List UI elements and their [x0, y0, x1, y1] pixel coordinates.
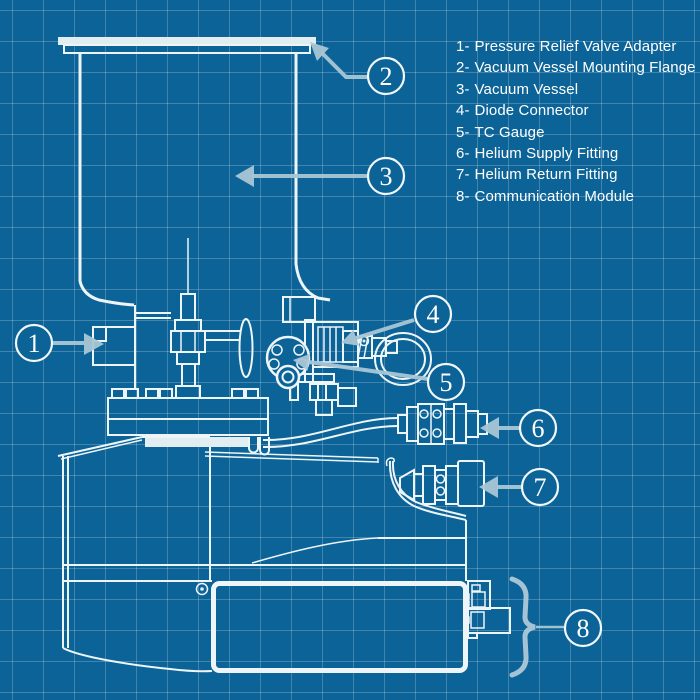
legend-num-3: 3-	[456, 80, 470, 98]
base-front-panel	[211, 581, 468, 673]
legend-label-4: Diode Connector	[474, 102, 589, 120]
center-valve-stack	[135, 293, 240, 387]
legend-label-3: Vacuum Vessel	[474, 80, 579, 98]
vacuum-vessel	[78, 52, 331, 307]
legend-num-7: 7-	[456, 166, 470, 184]
legend-item-2: 2- Vacuum Vessel Mounting Flange	[456, 57, 696, 78]
supply-hose	[262, 417, 399, 442]
hose-loop	[374, 332, 432, 386]
legend-num-8: 8-	[456, 187, 470, 205]
helium-return-fitting	[399, 460, 485, 507]
callout-8: 8	[536, 608, 603, 648]
legend-num-4: 4-	[456, 102, 470, 120]
callout-2-number: 2	[380, 62, 393, 91]
callout-6: 6	[480, 408, 558, 448]
callout-3-number: 3	[380, 162, 393, 191]
legend-num-1: 1-	[456, 38, 470, 55]
hose-clamp	[248, 437, 259, 454]
callout-7: 7	[479, 467, 560, 507]
callout-4: 4	[341, 294, 453, 346]
legend-item-8: 8- Communication Module	[456, 186, 696, 207]
legend-label-5: TC Gauge	[474, 123, 545, 141]
legend-item-4: 4- Diode Connector	[456, 100, 696, 121]
callout-4-arrow	[355, 318, 415, 340]
legend: 1- Pressure Relief Valve Adapter 2- Vacu…	[456, 36, 696, 207]
callout-6-number: 6	[532, 414, 545, 443]
legend-num-6: 6-	[456, 144, 470, 162]
callout-4-number: 4	[427, 300, 440, 329]
helium-hoses	[262, 417, 467, 521]
callout-2: 2	[310, 42, 406, 96]
callout-7-number: 7	[534, 473, 547, 502]
legend-item-5: 5- TC Gauge	[456, 122, 696, 143]
legend-num-5: 5-	[456, 123, 470, 141]
mounting-plate	[107, 385, 270, 456]
legend-item-6: 6- Helium Supply Fitting	[456, 143, 696, 164]
communication-module	[463, 576, 536, 678]
callout-5-number: 5	[440, 368, 453, 397]
legend-item-1: 1- Pressure Relief Valve Adapter	[456, 36, 696, 57]
panel-screw	[195, 582, 209, 596]
legend-label-2: Vacuum Vessel Mounting Flange	[474, 59, 696, 77]
callout-5: 5	[293, 353, 466, 402]
return-hose	[388, 460, 467, 521]
callout-2-arrow	[320, 51, 368, 79]
pump-base-body	[57, 436, 468, 673]
legend-label-1: Pressure Relief Valve Adapter	[474, 38, 677, 55]
brace	[509, 576, 536, 678]
callout-1: 1	[14, 323, 104, 363]
callout-5-arrow	[308, 360, 429, 381]
callout-3: 3	[235, 156, 406, 196]
vacuum-vessel-mounting-flange	[58, 37, 316, 54]
callout-1-number: 1	[28, 329, 41, 358]
legend-label-6: Helium Supply Fitting	[474, 144, 619, 162]
callout-8-number: 8	[577, 614, 590, 643]
helium-supply-fitting	[397, 403, 488, 445]
legend-num-2: 2-	[456, 59, 470, 77]
legend-item-3: 3- Vacuum Vessel	[456, 79, 696, 100]
legend-label-7: Helium Return Fitting	[474, 166, 618, 184]
legend-item-7: 7- Helium Return Fitting	[456, 164, 696, 185]
legend-label-8: Communication Module	[474, 187, 635, 205]
